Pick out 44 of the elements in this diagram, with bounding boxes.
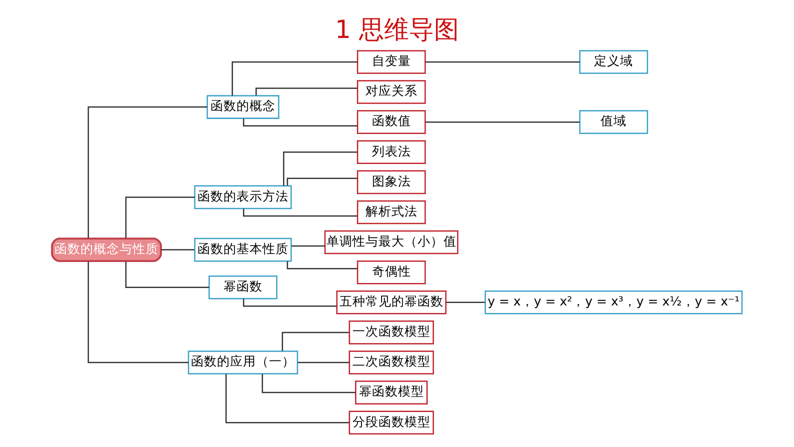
connector	[88, 106, 208, 238]
connector	[125, 261, 210, 288]
connector	[242, 298, 337, 307]
connector	[298, 362, 350, 364]
node-box: y = x，y = x²，y = x³，y = x½，y = x⁻¹	[484, 290, 743, 314]
connector	[225, 374, 350, 424]
connector	[426, 61, 580, 63]
node-box: 幂函数模型	[355, 380, 428, 404]
node-box: 自变量	[356, 50, 426, 74]
node-box: 二次函数模型	[348, 350, 434, 374]
connector	[125, 196, 195, 238]
node-box: 值域	[579, 110, 648, 134]
connector	[242, 118, 358, 126]
connector	[232, 61, 358, 96]
node-box: 对应关系	[356, 80, 426, 104]
connector	[292, 245, 325, 247]
node-box: 五种常见的幂函数	[336, 290, 446, 314]
node-box: 奇偶性	[356, 260, 426, 284]
node-box: 函数值	[356, 110, 426, 134]
node-box: 定义域	[579, 50, 648, 74]
connector	[286, 261, 358, 270]
connector	[242, 208, 358, 217]
connector	[282, 332, 349, 351]
node-box: 函数的基本性质	[194, 238, 292, 262]
connector	[161, 249, 194, 250]
connector	[286, 178, 358, 186]
node-box: 函数的概念与性质	[51, 238, 162, 262]
connector	[256, 88, 358, 96]
node-box: 解析式法	[356, 200, 426, 224]
connector	[88, 261, 188, 364]
node-box: 单调性与最大（小）值	[324, 230, 458, 254]
diagram-title: 1 思维导图	[335, 15, 459, 44]
node-box: 分段函数模型	[348, 410, 434, 434]
node-box: 图象法	[356, 170, 426, 194]
connector	[446, 302, 485, 304]
connector	[283, 152, 358, 186]
node-box: 函数的表示方法	[194, 185, 292, 210]
node-box: 列表法	[356, 140, 426, 164]
node-box: 函数的应用（一）	[188, 350, 298, 374]
node-box: 一次函数模型	[348, 320, 434, 344]
node-box: 函数的概念	[206, 95, 280, 119]
node-box: 幂函数	[208, 275, 278, 300]
connector	[426, 121, 580, 123]
connector	[262, 374, 356, 394]
